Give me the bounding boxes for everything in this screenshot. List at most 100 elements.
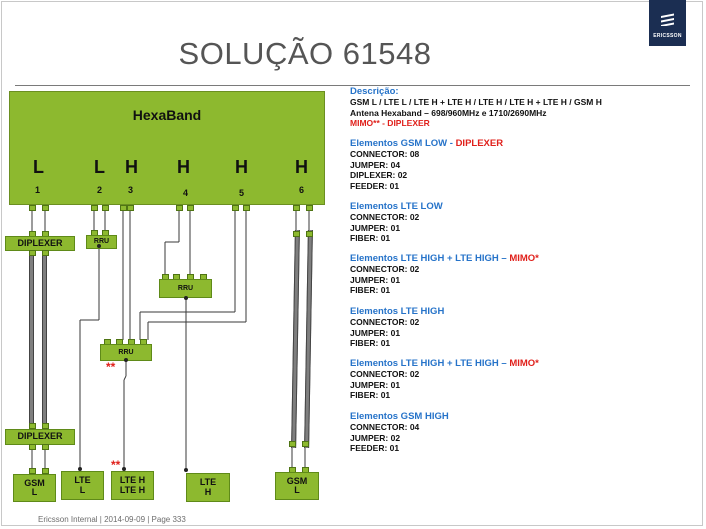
section-title: Elementos LTE HIGH + LTE HIGH – MIMO* <box>350 358 539 369</box>
connector <box>293 231 300 237</box>
port-number-4: 4 <box>183 188 189 198</box>
description-line-1: GSM L / LTE L / LTE H + LTE H / LTE H / … <box>350 97 602 108</box>
connector <box>243 205 250 211</box>
connector <box>91 205 98 211</box>
feeder-cable-gsm-low-a <box>29 252 34 424</box>
section-lte-high-mimo-2: Elementos LTE HIGH + LTE HIGH – MIMO* CO… <box>350 358 539 401</box>
section-title: Elementos LTE HIGH + LTE HIGH – MIMO* <box>350 253 539 264</box>
section-line: DIPLEXER: 02 <box>350 170 408 181</box>
section-line: FIBER: 01 <box>350 285 391 296</box>
section-title: Elementos LTE LOW <box>350 201 443 212</box>
lte-low-unit: LTE L <box>61 471 104 500</box>
section-line: JUMPER: 01 <box>350 222 401 233</box>
section-line: FIBER: 01 <box>350 338 391 349</box>
fiber-port-dot <box>97 244 101 248</box>
rru-lte-high-mid-label: RRU <box>177 284 194 292</box>
fiber-port-dot <box>78 467 82 471</box>
band-letter-2: L <box>94 157 105 177</box>
section-line: CONNECTOR: 08 <box>350 149 420 160</box>
connector <box>29 423 36 429</box>
port-number-3: 3 <box>128 185 134 195</box>
section-title-text: Elementos LTE LOW <box>350 201 443 212</box>
ericsson-logo-icon <box>661 13 674 26</box>
title-divider <box>15 85 690 86</box>
slide-title: SOLUÇÃO 61548 <box>178 36 432 71</box>
fiber-port-dot <box>184 296 188 300</box>
section-lte-high-mimo-1: Elementos LTE HIGH + LTE HIGH – MIMO* CO… <box>350 253 539 296</box>
connector <box>302 441 309 447</box>
connector <box>102 205 109 211</box>
section-lte-low: Elementos LTE LOW CONNECTOR: 02 JUMPER: … <box>350 201 443 244</box>
port-number-5: 5 <box>239 188 245 198</box>
band-letter-3: H <box>125 157 138 177</box>
lte-low-line1: LTE <box>74 475 91 486</box>
section-line: JUMPER: 01 <box>350 327 401 338</box>
connector <box>289 441 296 447</box>
band-letter-4: H <box>177 157 190 177</box>
fiber-port-dot <box>184 468 188 472</box>
lte-high-mimo-line1: LTE H <box>119 475 146 486</box>
connector <box>120 205 127 211</box>
feeder-cable-gsm-low-b <box>42 252 47 424</box>
gsm-high-line2: L <box>294 485 300 495</box>
connector <box>187 205 194 211</box>
description-line-2: Antena Hexaband – 698/960MHz e 1710/2690… <box>350 107 547 118</box>
mimo-marker: ** <box>106 360 116 374</box>
logo-wordmark: ERICSSON <box>653 33 682 39</box>
description-title: Descrição: <box>350 86 399 97</box>
section-line: JUMPER: 01 <box>350 379 401 390</box>
connector <box>42 444 49 450</box>
connector <box>42 423 49 429</box>
connector <box>42 250 49 256</box>
hexaband-antenna: HexaBand <box>9 91 325 205</box>
gsm-low-line1: GSM <box>24 477 45 488</box>
diplexer-top: DIPLEXER <box>5 236 75 251</box>
band-letter-1: L <box>33 157 44 177</box>
gsm-high-line1: GSM <box>286 475 308 486</box>
slide-footer: Ericsson Internal | 2014-09-09 | Page 33… <box>38 515 186 524</box>
fiber-port-dot <box>122 467 126 471</box>
connector <box>306 231 313 237</box>
section-line: FEEDER: 01 <box>350 443 400 454</box>
connector <box>42 205 49 211</box>
section-title-highlight: DIPLEXER <box>455 138 504 149</box>
lte-high-mimo-line2: LTE H <box>119 484 146 495</box>
section-title-text: Elementos LTE HIGH + LTE HIGH – <box>350 358 510 369</box>
section-title-text: Elementos GSM HIGH <box>350 411 449 422</box>
connector <box>29 468 36 474</box>
fiber-port-dot <box>124 358 128 362</box>
section-title-text: Elementos LTE HIGH <box>350 306 445 317</box>
section-lte-high: Elementos LTE HIGH CONNECTOR: 02 JUMPER:… <box>350 306 445 349</box>
section-line: JUMPER: 04 <box>350 159 401 170</box>
connector <box>293 205 300 211</box>
lte-low-line2: L <box>79 484 86 495</box>
connector <box>232 205 239 211</box>
connector <box>29 250 36 256</box>
rru-lte-high-mimo-label: RRU <box>118 348 134 356</box>
section-line: JUMPER: 02 <box>350 432 401 443</box>
ericsson-logo: ERICSSON <box>649 0 686 46</box>
lte-high-mimo-unit: LTE H LTE H <box>111 471 154 500</box>
diplexer-top-label: DIPLEXER <box>17 237 63 248</box>
section-line: CONNECTOR: 02 <box>350 264 420 275</box>
section-title-highlight: MIMO* <box>509 358 539 369</box>
connector <box>29 205 36 211</box>
connector <box>176 205 183 211</box>
section-line: FEEDER: 01 <box>350 180 400 191</box>
band-letter-6: H <box>295 157 308 177</box>
section-line: JUMPER: 01 <box>350 274 401 285</box>
gsm-high-unit: GSM L <box>275 472 319 500</box>
mimo-marker: ** <box>111 458 121 472</box>
section-line: CONNECTOR: 04 <box>350 422 420 433</box>
section-title-highlight: MIMO* <box>509 253 539 264</box>
port-number-6: 6 <box>299 185 305 195</box>
connector <box>306 205 313 211</box>
connector <box>127 205 134 211</box>
section-line: CONNECTOR: 02 <box>350 317 420 328</box>
section-title: Elementos GSM LOW - DIPLEXER <box>350 138 504 149</box>
band-letter-5: H <box>235 157 248 177</box>
description-line-3: MIMO** - DIPLEXER <box>350 118 430 129</box>
connector <box>42 468 49 474</box>
section-title-text: Elementos LTE HIGH + LTE HIGH – <box>350 253 510 264</box>
